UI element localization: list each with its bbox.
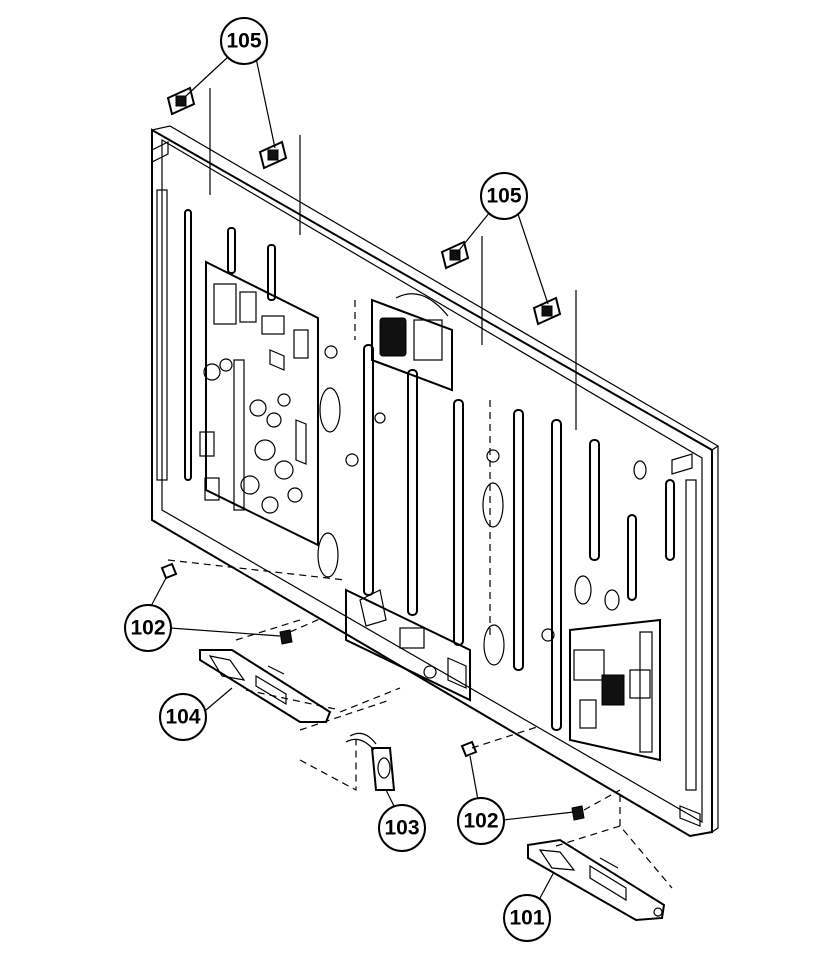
callout-leaders <box>149 55 575 899</box>
power-circuit-board <box>199 260 319 547</box>
callout-101: 101 <box>503 894 551 942</box>
clip-102-left-a <box>160 562 178 580</box>
callout-label: 105 <box>226 30 261 53</box>
callout-103: 103 <box>378 804 426 852</box>
signal-circuit-board <box>569 618 661 762</box>
stand-foot-104 <box>199 649 332 723</box>
clip-102-right-a <box>460 740 478 758</box>
callout-label: 102 <box>463 810 498 833</box>
stand-foot-101 <box>527 838 666 922</box>
callout-102-left: 102 <box>124 604 172 652</box>
callout-label: 102 <box>130 617 165 640</box>
callout-label: 105 <box>486 185 521 208</box>
callout-102-right: 102 <box>457 797 505 845</box>
callout-label: 104 <box>165 706 200 729</box>
panel-holes <box>317 345 647 666</box>
rear-panel <box>151 125 720 838</box>
bracket-105-b <box>258 140 288 170</box>
stand-mount-bracket <box>345 588 471 702</box>
cable-connector-103 <box>345 732 396 791</box>
assembly-guide-lines <box>167 559 673 889</box>
callout-105-right: 105 <box>480 172 528 220</box>
bracket-105-a <box>166 86 196 116</box>
bracket-105-c <box>440 240 470 270</box>
bracket-guide-lines <box>209 88 577 430</box>
callout-label: 103 <box>384 817 419 840</box>
bracket-105-d <box>532 296 562 326</box>
callout-label: 101 <box>509 907 544 930</box>
clip-102-right-b <box>571 805 585 821</box>
callout-105-top-left: 105 <box>220 17 268 65</box>
center-heatsink-board <box>371 293 453 392</box>
callout-104: 104 <box>159 693 207 741</box>
clip-102-left-b <box>279 629 293 645</box>
